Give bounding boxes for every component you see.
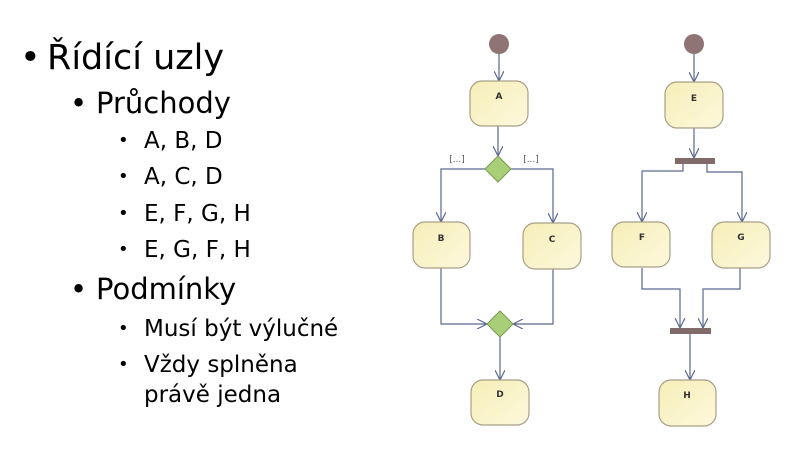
bullet-text: E, G, F, H	[144, 237, 251, 263]
bullet-pass-3: •E, F, G, H	[118, 201, 251, 227]
initial-node-right	[684, 34, 704, 54]
bullet-condition-2: •Vždy splněna	[118, 352, 298, 378]
action-h	[658, 379, 717, 427]
bullet-pass-2: •A, C, D	[118, 164, 223, 190]
bullet-text: E, F, G, H	[144, 201, 251, 227]
bullet-condition-1: •Musí být výlučné	[118, 316, 339, 342]
action-g-label: G	[737, 233, 744, 243]
bullet-text: Vždy splněna	[144, 352, 298, 378]
bullet-control-nodes: •Řídící uzly	[20, 38, 225, 78]
bullet-conditions: •Podmínky	[70, 272, 237, 306]
decision-node	[484, 155, 512, 183]
initial-node-left	[489, 34, 509, 54]
action-b-label: B	[438, 234, 445, 244]
bullet-text: Musí být výlučné	[144, 316, 339, 342]
bullet-pass-4: •E, G, F, H	[118, 237, 251, 263]
action-g	[711, 221, 771, 269]
guard-left: [...]	[449, 155, 465, 165]
merge-node	[486, 310, 514, 338]
action-c-label: C	[549, 235, 556, 245]
join-bar	[670, 328, 711, 334]
action-a	[469, 80, 529, 127]
action-d	[470, 379, 530, 426]
bullet-pass-1: •A, B, D	[118, 128, 223, 154]
bullet-text: Řídící uzly	[47, 38, 225, 78]
guard-right: [...]	[523, 155, 539, 165]
bullet-text: A, B, D	[144, 128, 223, 154]
action-b	[412, 221, 471, 269]
bullet-text: Podmínky	[96, 272, 237, 306]
bullet-text: Průchody	[96, 86, 231, 120]
edges-left	[441, 54, 553, 380]
edges-right	[642, 54, 742, 380]
action-e	[664, 81, 724, 129]
bullet-condition-2-cont: právě jedna	[144, 382, 281, 408]
action-h-label: H	[683, 391, 691, 401]
action-f	[611, 221, 671, 268]
fork-bar	[675, 158, 715, 164]
bullet-passes: •Průchody	[70, 86, 231, 120]
bullet-text: právě jedna	[144, 382, 282, 408]
action-e-label: E	[691, 94, 697, 104]
bullet-text: A, C, D	[144, 164, 223, 190]
action-f-label: F	[639, 233, 645, 243]
action-d-label: D	[496, 390, 503, 400]
action-a-label: A	[496, 92, 503, 102]
action-c	[522, 222, 582, 270]
